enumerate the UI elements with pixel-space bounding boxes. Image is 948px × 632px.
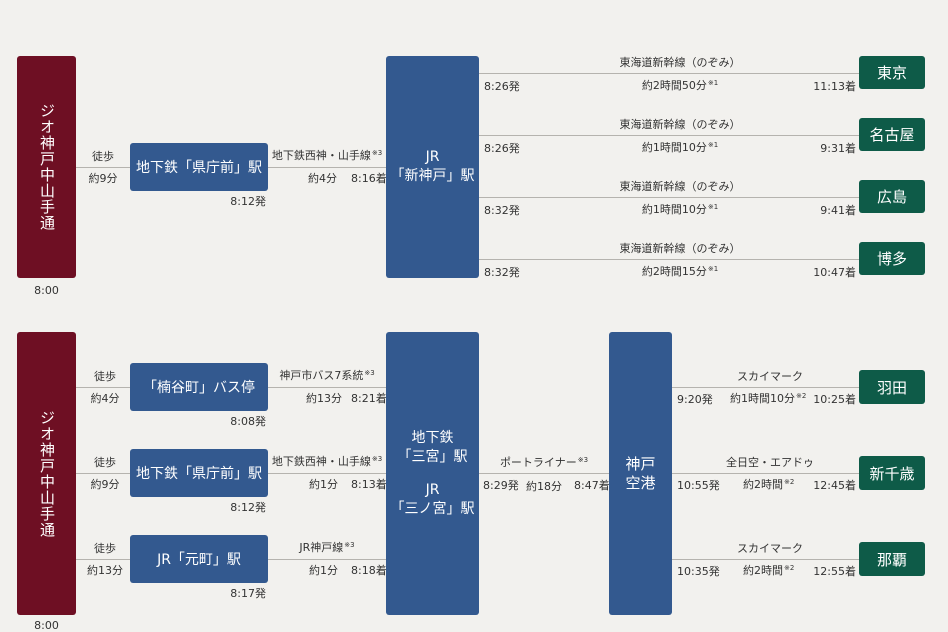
connector-line [76,473,130,474]
airport-line: 神戸 [625,454,656,473]
walk-duration: 約13分 [87,564,123,577]
depart-time: 8:12発 [230,195,266,208]
route-arrive: 9:41着 [820,204,856,217]
connector-line [479,473,609,474]
depart-time: 8:29発 [483,479,519,492]
route-arrive: 10:25着 [813,393,856,406]
dest-tokyo: 東京 [859,56,925,89]
hub-line: 「新神戸」駅 [390,168,475,184]
dest-naha: 那覇 [859,542,925,576]
dest-haneda: 羽田 [859,370,925,404]
connector-line [76,559,130,560]
route-line-label: スカイマーク [737,370,803,383]
walk-label: 徒歩 [94,370,116,383]
route-line-label: 全日空・エアドゥ [726,456,814,469]
route-depart: 8:32発 [484,204,520,217]
connector-line [76,387,130,388]
walk-label: 徒歩 [94,456,116,469]
station-kusudanicho: 「楠谷町」バス停 [130,363,268,411]
station-motomachi: JR「元町」駅 [130,535,268,583]
route-duration: 約2時間50分※1 [641,79,719,92]
origin-box: ジオ神戸中山手通 [17,332,76,615]
hub-sannomiya: 地下鉄 「三宮」駅 JR 「三ノ宮」駅 [386,332,479,615]
leg-duration: 約1分 [309,478,338,491]
leg-duration: 約1分 [309,564,338,577]
route-arrive: 12:55着 [813,565,856,578]
arrive-time: 8:18着 [351,564,387,577]
route-depart: 10:55発 [677,479,720,492]
walk-duration: 約9分 [88,172,118,185]
route-arrive: 11:13着 [813,80,856,93]
connector-line [268,559,386,560]
route-depart: 10:35発 [677,565,720,578]
route-duration: 約2時間※2 [743,478,795,491]
route-line-label: 東海道新幹線（のぞみ） [619,56,741,69]
arrive-time: 8:21着 [351,392,387,405]
leg-duration: 約13分 [306,392,342,405]
arrive-time: 8:13着 [351,478,387,491]
connector-line [672,387,859,388]
walk-label: 徒歩 [94,542,116,555]
line-label: ポートライナー※3 [499,456,589,469]
route-arrive: 10:47着 [813,266,856,279]
route-line-label: 東海道新幹線（のぞみ） [619,180,741,193]
walk-duration: 約4分 [90,392,120,405]
route-depart: 9:20発 [677,393,713,406]
route-depart: 8:32発 [484,266,520,279]
line-label: JR神戸線※3 [299,541,355,554]
walk-duration: 約9分 [90,478,120,491]
depart-time: 8:12発 [230,501,266,514]
route-duration: 約1時間10分※1 [641,141,719,154]
connector-line [479,135,859,136]
kobe-airport: 神戸 空港 [609,332,672,615]
connector-line [76,167,130,168]
dest-shin-chitose: 新千歳 [859,456,925,490]
hub-line: JR [425,149,440,165]
station-kenchomae: 地下鉄「県庁前」駅 [130,449,268,497]
route-duration: 約1時間10分※2 [730,392,807,405]
origin-time: 8:00 [34,284,59,297]
connector-line [479,197,859,198]
connector-line [268,167,386,168]
line-label: 地下鉄西神・山手線※3 [271,149,383,162]
airport-line: 空港 [625,473,656,492]
origin-time: 8:00 [34,619,59,632]
route-arrive: 9:31着 [820,142,856,155]
station-kenchomae: 地下鉄「県庁前」駅 [130,143,268,191]
hub-line: 「三ノ宮」駅 [390,500,475,517]
depart-time: 8:08発 [230,415,266,428]
dest-hakata: 博多 [859,242,925,275]
dest-nagoya: 名古屋 [859,118,925,151]
line-label: 神戸市バス7系統※3 [279,369,375,382]
connector-line [672,473,859,474]
hub-line: 「三宮」駅 [397,448,468,465]
route-line-label: 東海道新幹線（のぞみ） [619,242,741,255]
hub-line: JR [425,481,440,498]
walk-label: 徒歩 [92,150,114,163]
route-depart: 8:26発 [484,142,520,155]
route-line-label: 東海道新幹線（のぞみ） [619,118,741,131]
depart-time: 8:17発 [230,587,266,600]
arrive-time: 8:16着 [351,172,387,185]
dest-hiroshima: 広島 [859,180,925,213]
arrive-time: 8:47着 [574,479,610,492]
route-arrive: 12:45着 [813,479,856,492]
connector-line [479,73,859,74]
origin-box: ジオ神戸中山手通 [17,56,76,278]
hub-line: 地下鉄 [411,429,454,446]
route-duration: 約1時間10分※1 [641,203,719,216]
route-duration: 約2時間15分※1 [641,265,719,278]
leg-duration: 約4分 [308,172,337,185]
route-duration: 約2時間※2 [743,564,795,577]
leg-duration: 約18分 [526,480,562,493]
route-depart: 8:26発 [484,80,520,93]
hub-shinkobe: JR 「新神戸」駅 [386,56,479,278]
connector-line [479,259,859,260]
connector-line [268,387,386,388]
route-line-label: スカイマーク [737,542,803,555]
connector-line [268,473,386,474]
connector-line [672,559,859,560]
line-label: 地下鉄西神・山手線※3 [271,455,383,468]
